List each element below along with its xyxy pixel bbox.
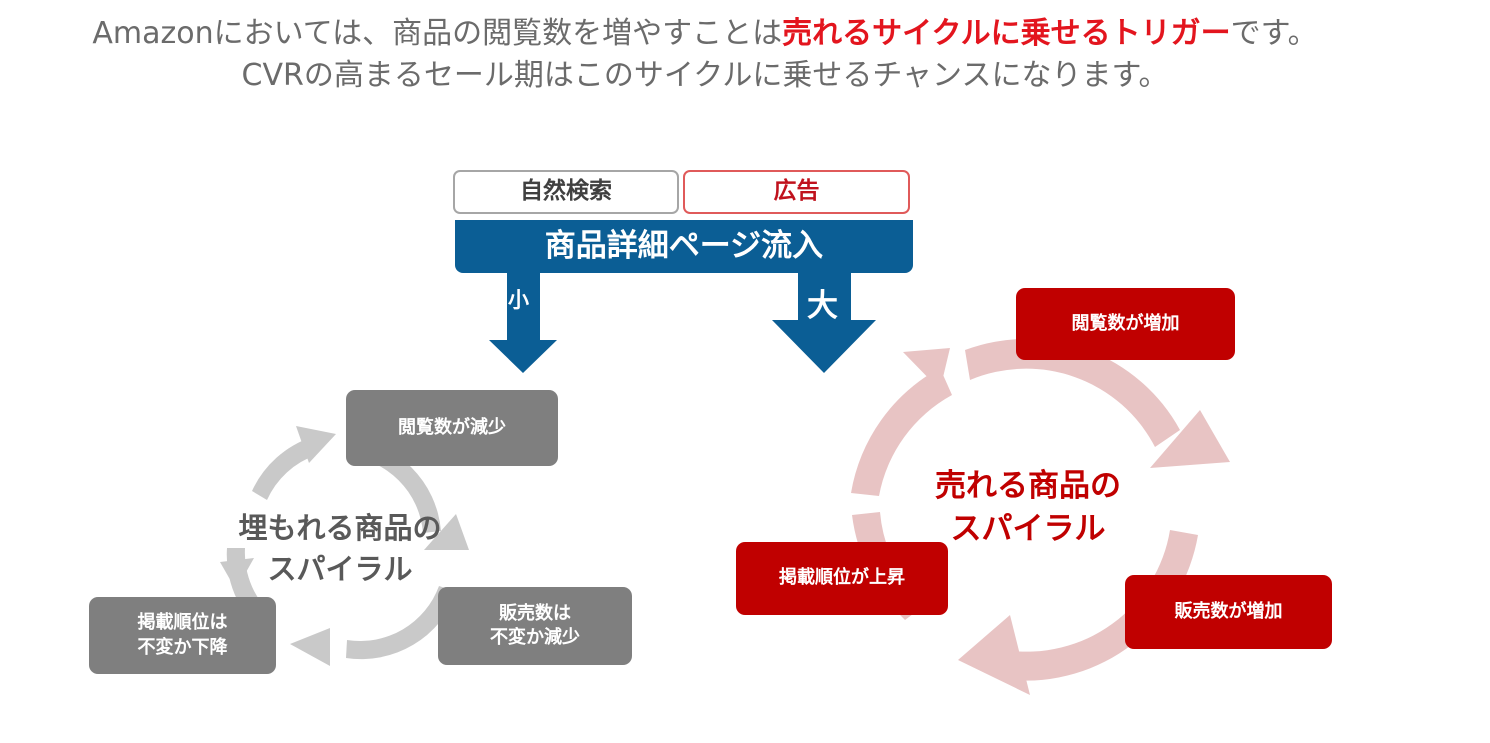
large-inflow-label: 大 (807, 288, 838, 324)
left-rank-box: 掲載順位は不変か下降 (89, 597, 276, 674)
left-sales-line1: 販売数は (499, 602, 571, 624)
left-sales-box: 販売数は不変か減少 (438, 587, 632, 665)
left-cycle-title: 埋もれる商品の スパイラル (230, 508, 450, 589)
left-rank-line2: 不変か下降 (137, 636, 228, 658)
right-rank-box: 掲載順位が上昇 (736, 542, 948, 615)
headline-post: です。 (1230, 16, 1318, 51)
right-sales-box: 販売数が増加 (1125, 575, 1332, 649)
right-title-line1: 売れる商品の (935, 468, 1121, 504)
headline-highlight: 売れるサイクルに乗せるトリガー (782, 16, 1231, 51)
small-inflow-label: 小 (508, 288, 529, 312)
right-title-line2: スパイラル (950, 511, 1106, 548)
headline-pre: Amazonにおいては、商品の閲覧数を増やすことは (92, 16, 783, 51)
small-inflow-arrow (489, 273, 557, 373)
left-views-box: 閲覧数が減少 (346, 390, 558, 466)
left-sales-line2: 不変か減少 (490, 627, 580, 648)
right-views-box: 閲覧数が増加 (1016, 288, 1235, 360)
left-title-line2: スパイラル (267, 551, 413, 586)
large-inflow-arrow (772, 273, 876, 373)
right-cycle-title: 売れる商品の スパイラル (903, 465, 1153, 552)
left-title-line1: 埋もれる商品の (238, 511, 442, 545)
headline-line-1: Amazonにおいては、商品の閲覧数を増やすことは売れるサイクルに乗せるトリガー… (0, 8, 1410, 52)
product-page-inflow-bar: 商品詳細ページ流入 (455, 220, 913, 273)
natural-search-tab: 自然検索 (453, 170, 679, 214)
ad-tab: 広告 (683, 170, 910, 214)
left-rank-line1: 掲載順位は (137, 612, 228, 634)
headline-line-2: CVRの高まるセール期はこのサイクルに乗せるチャンスになります。 (241, 58, 1169, 93)
